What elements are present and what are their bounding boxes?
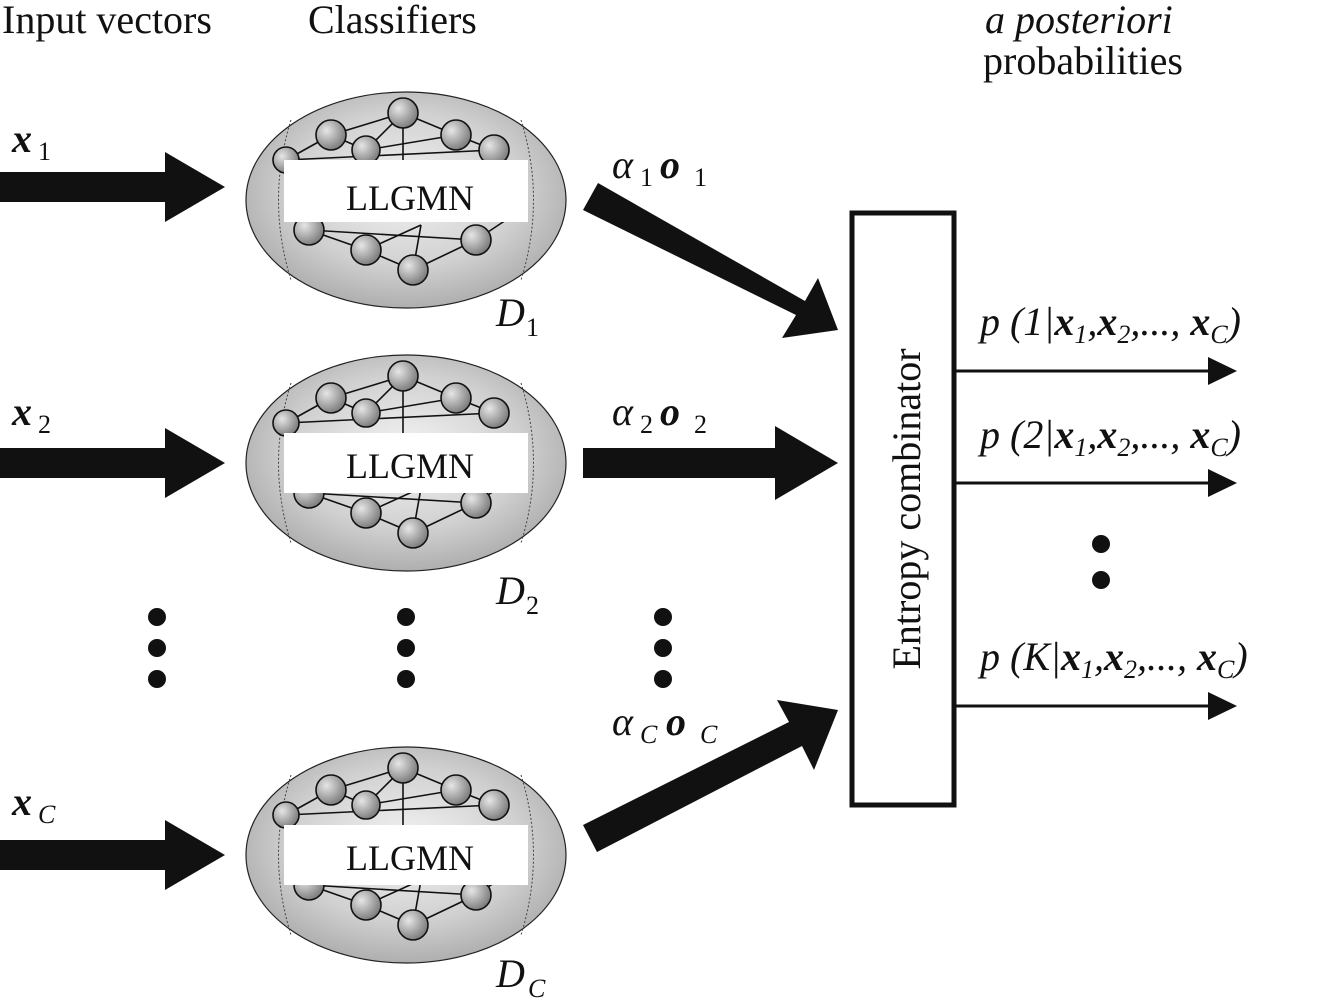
svg-text:α: α (612, 699, 634, 744)
svg-text:C: C (528, 974, 546, 1000)
svg-text:2: 2 (694, 410, 707, 439)
svg-text:α: α (612, 142, 634, 187)
input-label-1: x 1 (11, 116, 51, 166)
weighted-output-label-2: α 2 o 2 (612, 389, 707, 439)
weighted-output-label-1: α 1 o 1 (612, 142, 707, 192)
svg-text:D: D (495, 568, 525, 613)
ellipsis-classifiers (397, 608, 415, 688)
classifier-c-label: LLGMN (346, 838, 474, 878)
posterior-label-1: p (1|x1,x2,..., xC) (977, 299, 1241, 349)
entropy-combinator-box (849, 210, 957, 808)
classifier-c (245, 746, 567, 964)
svg-text:C: C (640, 720, 658, 749)
posterior-label-2: p (2|x1,x2,..., xC) (977, 412, 1241, 462)
svg-text:x: x (11, 389, 32, 434)
entropy-combinator-label: Entropy combinator (884, 348, 929, 669)
output-arrow-2 (956, 469, 1237, 497)
svg-text:2: 2 (640, 410, 653, 439)
classifier-2 (245, 354, 567, 572)
classifier-1-label: LLGMN (346, 178, 474, 218)
input-arrow-1 (0, 152, 225, 222)
ellipsis-weighted-outputs (654, 608, 672, 688)
weighted-output-label-c: α C o C (612, 699, 718, 749)
header-input-vectors: Input vectors (2, 0, 212, 42)
combinator-arrow-2 (583, 426, 838, 500)
classifier-2-name: D 2 (495, 568, 539, 620)
svg-text:2: 2 (38, 410, 51, 439)
combinator-arrow-1 (583, 183, 838, 338)
input-arrow-c (0, 820, 225, 890)
svg-text:C: C (38, 800, 56, 829)
svg-text:o: o (666, 699, 686, 744)
svg-text:1: 1 (38, 137, 51, 166)
classifier-1 (245, 91, 567, 309)
header-a-posteriori: a posteriori (985, 0, 1173, 42)
svg-text:α: α (612, 389, 634, 434)
output-arrow-k (956, 692, 1237, 720)
header-probabilities: probabilities (983, 38, 1183, 83)
svg-text:x: x (11, 116, 32, 161)
svg-text:1: 1 (694, 163, 707, 192)
svg-text:x: x (11, 779, 32, 824)
input-label-c: x C (11, 779, 56, 829)
ellipsis-inputs (148, 608, 166, 688)
svg-text:D: D (495, 290, 525, 335)
ellipsis-posteriors (1092, 535, 1110, 589)
classifier-2-label: LLGMN (346, 446, 474, 486)
input-label-2: x 2 (11, 389, 51, 439)
svg-text:D: D (495, 951, 525, 996)
svg-text:1: 1 (640, 163, 653, 192)
header-classifiers: Classifiers (308, 0, 477, 42)
svg-text:o: o (660, 142, 680, 187)
posterior-label-k: p (K|x1,x2,..., xC) (977, 634, 1248, 684)
classifier-c-name: D C (495, 951, 546, 1000)
svg-text:o: o (660, 389, 680, 434)
output-arrow-1 (956, 357, 1237, 385)
classifier-1-name: D 1 (495, 290, 539, 342)
svg-text:2: 2 (526, 591, 539, 620)
combinator-arrow-c (583, 700, 838, 852)
svg-text:C: C (700, 720, 718, 749)
input-arrow-2 (0, 428, 225, 498)
svg-text:1: 1 (526, 313, 539, 342)
